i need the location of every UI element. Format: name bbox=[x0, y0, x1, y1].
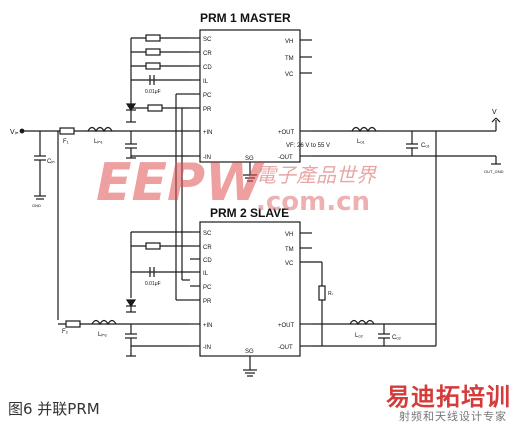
prm1-pin-pr: PR bbox=[203, 107, 212, 113]
f2-label: F₂ bbox=[62, 329, 69, 335]
prm2-pin-vh: VH bbox=[285, 232, 293, 238]
prm2-pin-vc: VC bbox=[285, 261, 294, 267]
prm2-pin-sg: SG bbox=[245, 349, 254, 355]
prm1-pin-nin: -IN bbox=[203, 155, 211, 161]
prm2-title: PRM 2 SLAVE bbox=[210, 206, 289, 220]
lin2-label: Lᵢₙ₂ bbox=[98, 332, 108, 338]
prm2-pin-il: IL bbox=[203, 271, 209, 277]
rt-label: Rₜ bbox=[328, 291, 334, 297]
prm2-pin-tm: TM bbox=[285, 247, 294, 253]
prm2-pin-pout: +OUT bbox=[278, 323, 295, 329]
prm2-pin-pin: +IN bbox=[203, 323, 213, 329]
cin-label: Cᵢₙ bbox=[47, 159, 55, 165]
prm1-pin-il: IL bbox=[203, 79, 209, 85]
vout-label: V bbox=[492, 109, 497, 116]
f1-label: F₁ bbox=[63, 139, 69, 145]
prm1-pin-tm: TM bbox=[285, 56, 294, 62]
figure-caption: 图6 并联PRM bbox=[8, 400, 100, 418]
prm2-chip bbox=[199, 221, 301, 357]
prm1-pin-vh: VH bbox=[285, 39, 293, 45]
prm2-pin-sc: SC bbox=[203, 231, 212, 237]
gnd-label-left: GND bbox=[32, 203, 41, 208]
prm2-pin-pc: PC bbox=[203, 285, 212, 291]
vin-label: Vᵢₙ bbox=[10, 129, 19, 136]
cap-nf1-label: 0.01μF bbox=[145, 89, 161, 95]
prm1-title: PRM 1 MASTER bbox=[200, 11, 291, 25]
vf-label: VF: 26 V to 55 V bbox=[286, 143, 330, 149]
eepw-watermark: EEPW bbox=[96, 153, 265, 213]
lo1-label: Lₒ₁ bbox=[357, 139, 365, 145]
prm1-pin-pout: +OUT bbox=[278, 130, 295, 136]
lin1-label: Lᵢₙ₁ bbox=[94, 139, 103, 145]
prm1-pin-cr: CR bbox=[203, 51, 212, 57]
prm2-pin-nout: -OUT bbox=[278, 345, 293, 351]
co1-label: Cₒ₁ bbox=[421, 143, 430, 149]
prm1-pin-pc: PC bbox=[203, 93, 212, 99]
eepw-watermark-url: .com.cn bbox=[256, 187, 370, 217]
cap-nf2-label: 0.01μF bbox=[145, 281, 161, 287]
prm2-pin-pr: PR bbox=[203, 299, 212, 305]
prm1-pin-sg: SG bbox=[245, 156, 254, 162]
co2-label: Cₒ₂ bbox=[392, 335, 402, 341]
prm1-pin-cd: CD bbox=[203, 65, 212, 71]
lo2-label: Lₒ₂ bbox=[355, 333, 364, 339]
eepw-watermark-cn: 電子產品世界 bbox=[256, 163, 377, 187]
prm1-pin-pin: +IN bbox=[203, 130, 213, 136]
site-logo-subtitle: 射频和天线设计专家 bbox=[399, 410, 507, 423]
prm2-pin-cd: CD bbox=[203, 258, 212, 264]
prm1-chip bbox=[199, 29, 301, 163]
prm2-pin-cr: CR bbox=[203, 245, 212, 251]
prm1-pin-sc: SC bbox=[203, 37, 212, 43]
out-gnd-label: OUT_GND bbox=[484, 169, 504, 174]
prm1-pin-nout: -OUT bbox=[278, 155, 293, 161]
prm1-pin-vc: VC bbox=[285, 72, 294, 78]
prm2-pin-nin: -IN bbox=[203, 345, 211, 351]
site-logo: 易迪拓培训 bbox=[386, 383, 511, 411]
